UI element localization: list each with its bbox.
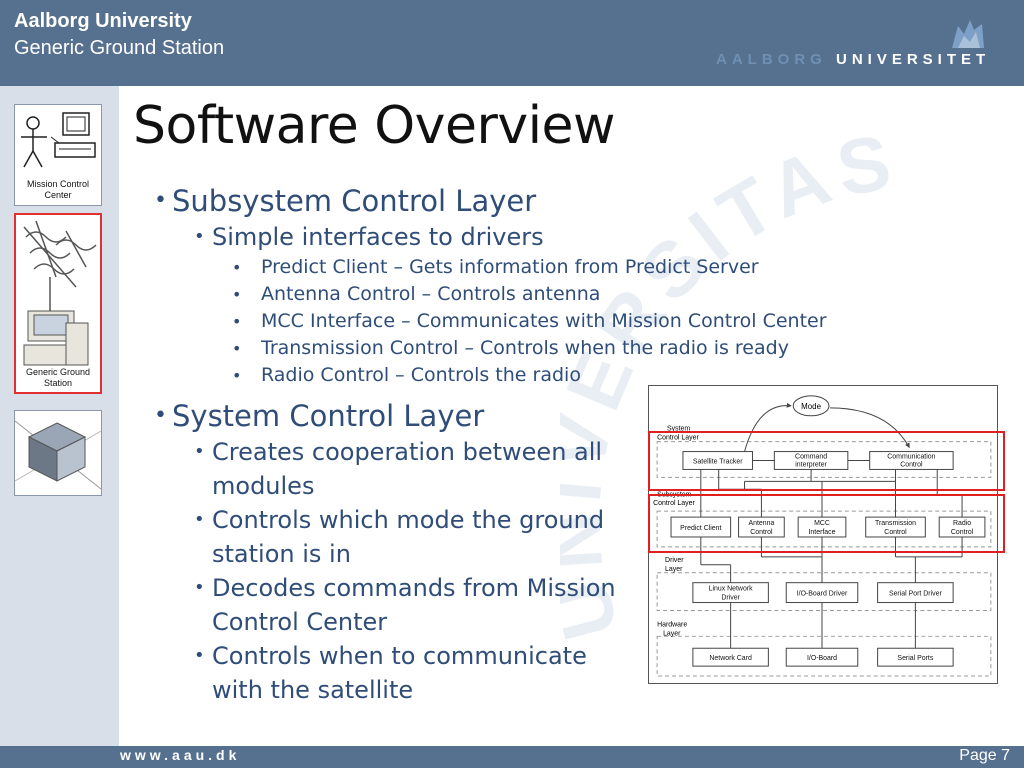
mcc-interface-label: Interface: [809, 529, 836, 536]
architecture-diagram: Mode System Control Layer Subsystem Cont…: [648, 385, 998, 684]
mode-arrow-out: [829, 407, 910, 449]
thumb-ground-station[interactable]: Generic Ground Station: [14, 213, 102, 394]
subsystem-heading: Subsystem Control Layer: [150, 182, 890, 220]
transmission-control-label: Transmission: [875, 520, 916, 527]
linux-network-driver-label: Driver: [721, 595, 740, 602]
communication-control-label: Communication: [887, 454, 935, 461]
communication-control-label: Control: [900, 461, 923, 468]
serial-ports-box: [877, 647, 954, 667]
hardware-layer-label: Layer: [663, 630, 681, 637]
thumb-satellite[interactable]: [14, 410, 102, 496]
mode-arrow-in: [744, 402, 792, 452]
driver-layer-label: Layer: [665, 566, 683, 573]
radio-control-label: Radio: [953, 520, 971, 527]
network-card-box: [692, 647, 769, 667]
page-number: Page 7: [959, 747, 1010, 764]
system-layer-label: System: [667, 426, 690, 433]
aau-logo-icon: [952, 20, 984, 48]
system-layer-highlight: [648, 431, 1005, 491]
header-subtitle: Generic Ground Station: [14, 37, 225, 59]
list-item: MCC Interface – Communicates with Missio…: [150, 308, 890, 335]
thumb-caption-line1: Generic Ground: [25, 367, 91, 377]
serial-ports-label: Serial Ports: [897, 655, 933, 662]
io-board-box: [785, 647, 859, 667]
system-layer-label: Control Layer: [657, 435, 699, 442]
logo-word-universitet: UNIVERSITET: [836, 51, 991, 68]
thumb-caption-line2: Center: [44, 190, 72, 200]
header-university: Aalborg University: [14, 10, 192, 32]
architecture-diagram-svg: Mode System Control Layer Subsystem Cont…: [653, 395, 992, 677]
antenna-control-label: Antenna: [748, 520, 774, 527]
list-item: Decodes commands from Mission Control Ce…: [150, 571, 630, 639]
page-title: Software Overview: [133, 96, 616, 156]
serial-port-driver-label: Serial Port Driver: [889, 591, 943, 598]
sidebar: Mission Control Center Generic Ground St…: [0, 86, 119, 746]
list-item: Controls when to communicate with the sa…: [150, 639, 630, 707]
thumb-caption-line2: Station: [43, 378, 73, 388]
aau-logo-wordmark: AALBORG UNIVERSITET: [716, 51, 990, 68]
subsystem-layer-label: Control Layer: [653, 500, 695, 507]
list-item: Predict Client – Gets information from P…: [150, 254, 890, 281]
io-board-driver-label: I/O-Board Driver: [797, 591, 848, 598]
radio-control-label: Control: [951, 529, 974, 536]
mode-node: [792, 395, 830, 417]
hardware-layer-label: Hardware: [657, 621, 687, 628]
slide-content: Subsystem Control Layer Simple interface…: [150, 182, 890, 707]
predict-client-label: Predict Client: [680, 525, 721, 532]
footer-bar: www.aau.dk Page 7: [0, 746, 1024, 768]
header-bar: Aalborg University Generic Ground Statio…: [0, 0, 1024, 86]
logo-word-aalborg: AALBORG: [716, 51, 827, 68]
mcc-interface-label: MCC: [814, 520, 830, 527]
linux-network-driver-label: Linux Network: [709, 586, 753, 593]
mode-label: Mode: [801, 402, 821, 411]
command-interpreter-label: interpreter: [795, 461, 827, 468]
mission-control-icon: [21, 112, 96, 168]
list-item: Radio Control – Controls the radio: [150, 362, 890, 389]
satellite-cube-icon: [15, 420, 101, 490]
list-item: Antenna Control – Controls antenna: [150, 281, 890, 308]
subsystem-subheading: Simple interfaces to drivers: [150, 220, 890, 254]
footer-url[interactable]: www.aau.dk: [120, 747, 241, 763]
satellite-tracker-label: Satellite Tracker: [693, 458, 743, 465]
io-board-label: I/O-Board: [807, 655, 837, 662]
network-card-label: Network Card: [709, 655, 752, 662]
system-heading: System Control Layer: [150, 397, 890, 435]
command-interpreter-label: Command: [795, 454, 827, 461]
list-item: Transmission Control – Controls when the…: [150, 335, 890, 362]
transmission-control-label: Control: [884, 529, 907, 536]
driver-layer-label: Driver: [665, 557, 684, 564]
list-item: Creates cooperation between all modules: [150, 435, 630, 503]
subsystem-layer-highlight: [648, 494, 1005, 553]
antenna-control-label: Control: [750, 529, 773, 536]
list-item: Controls which mode the ground station i…: [150, 503, 630, 571]
antenna-computer-icon: [23, 220, 97, 366]
thumb-mission-control[interactable]: Mission Control Center: [14, 104, 102, 206]
thumb-caption-line1: Mission Control: [26, 179, 90, 189]
